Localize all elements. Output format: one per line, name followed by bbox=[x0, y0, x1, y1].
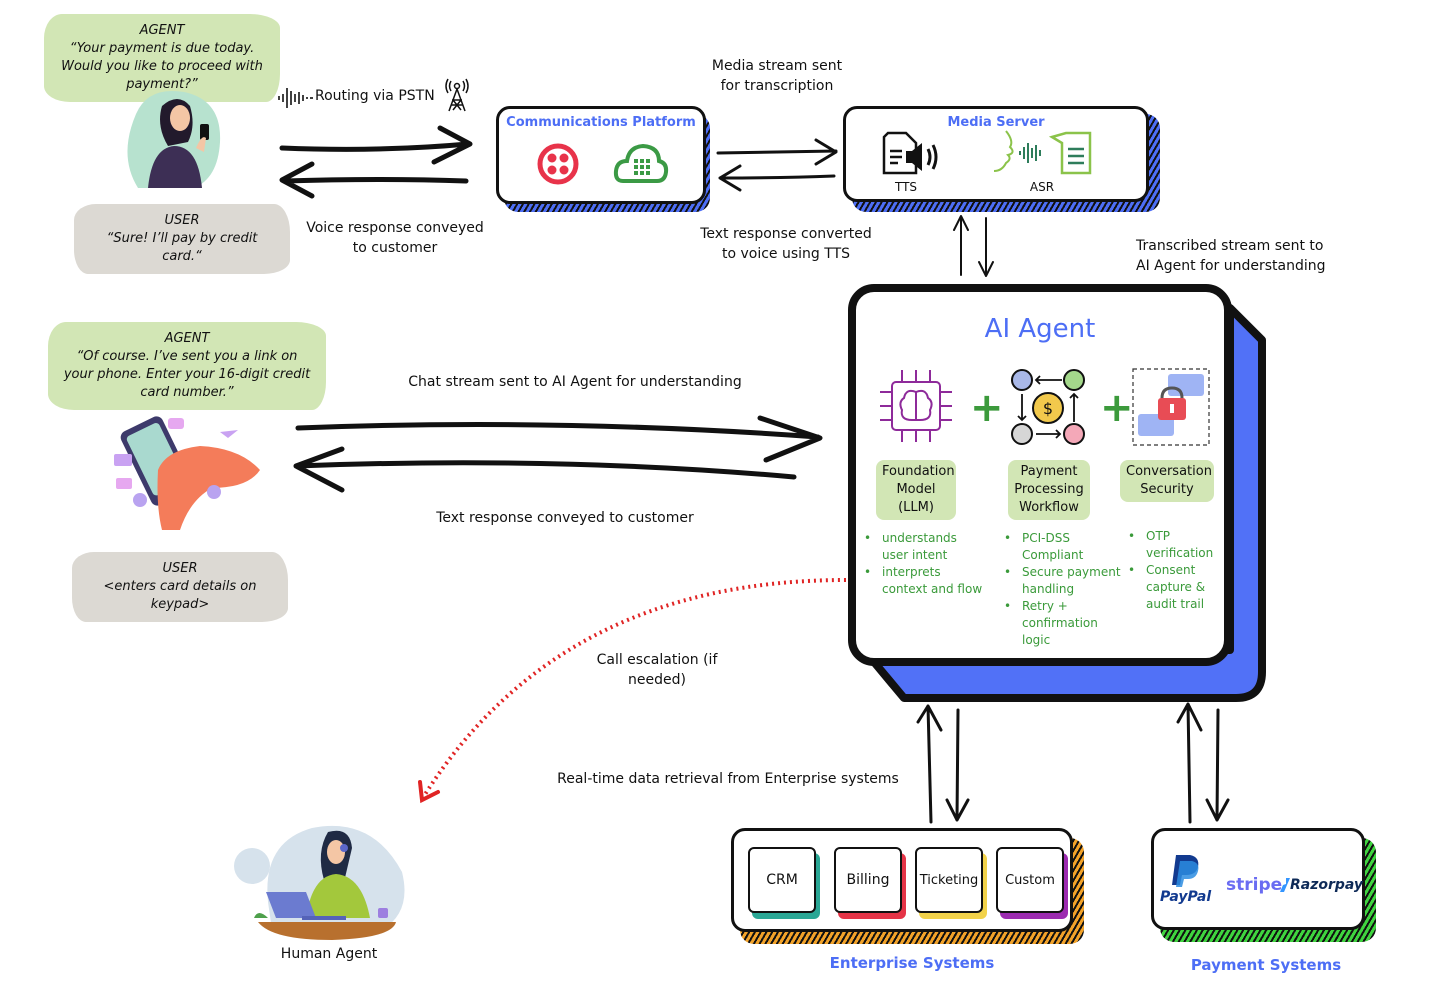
payment-systems-box[interactable]: PayPal stripe Razorpay bbox=[1151, 828, 1365, 930]
bubble-text: “Your payment is due today. Would you li… bbox=[61, 41, 263, 92]
enterprise-systems-box[interactable]: CRM Billing Ticketing Custom bbox=[731, 828, 1073, 932]
agent-chat-bubble: AGENT “Of course. I’ve sent you a link o… bbox=[48, 322, 326, 410]
bubble-text: <enters card details on keypad> bbox=[103, 579, 257, 612]
arrow-agent-to-enterprise bbox=[945, 708, 970, 822]
cell-tower-icon bbox=[445, 78, 469, 112]
paypal-logo[interactable]: PayPal bbox=[1160, 889, 1212, 905]
bubble-speaker: AGENT bbox=[164, 331, 210, 346]
arrow-from-comm-platform bbox=[279, 161, 469, 199]
bullet-item: OTP verification bbox=[1128, 528, 1218, 562]
user-chat-bubble: USER <enters card details on keypad> bbox=[72, 552, 288, 622]
voice-response-label: Voice response conveyed to customer bbox=[306, 220, 484, 256]
call-escalation-label: Call escalation (if needed) bbox=[596, 652, 718, 688]
arrow-to-agent-from-media bbox=[978, 217, 994, 277]
arrow-from-media-server bbox=[718, 164, 836, 192]
realtime-retrieval-label: Real-time data retrieval from Enterprise… bbox=[557, 771, 899, 787]
razorpay-logo[interactable]: Razorpay bbox=[1280, 877, 1363, 893]
bubble-speaker: AGENT bbox=[139, 23, 185, 38]
asr-label: ASR bbox=[1029, 180, 1055, 194]
soundwave-icon bbox=[278, 88, 313, 108]
bubble-text: “Sure! I’ll pay by credit card.“ bbox=[106, 231, 258, 264]
hands-phone-illustration bbox=[114, 416, 260, 530]
paypal-p-icon bbox=[1172, 855, 1199, 887]
text-response-label: Text response conveyed to customer bbox=[436, 510, 694, 526]
tts-label: TTS bbox=[894, 180, 918, 194]
tts-document-speaker-icon bbox=[882, 131, 938, 175]
media-stream-label: Media stream sent for transcription bbox=[711, 58, 843, 94]
arrow-chat-from-agent bbox=[293, 446, 797, 493]
arrow-enterprise-to-agent bbox=[916, 704, 943, 824]
arrow-to-media-from-agent bbox=[953, 215, 969, 276]
svg-text:$: $ bbox=[1043, 399, 1053, 418]
bullet-item: understands user intent bbox=[864, 530, 984, 564]
conversation-security-bullets: OTP verification Consent capture & audit… bbox=[1128, 528, 1218, 613]
plus-icon: + bbox=[970, 385, 1004, 431]
system-crm[interactable]: CRM bbox=[748, 847, 816, 913]
bubble-text: “Of course. I’ve sent you a link on your… bbox=[63, 349, 311, 400]
bullet-item: Retry + confirmation logic bbox=[1004, 598, 1128, 649]
arrow-to-media-server bbox=[716, 138, 838, 166]
bubble-speaker: USER bbox=[164, 213, 200, 228]
system-ticketing[interactable]: Ticketing bbox=[915, 847, 983, 913]
system-billing[interactable]: Billing bbox=[834, 847, 902, 913]
user-voice-bubble: USER “Sure! I’ll pay by credit card.“ bbox=[74, 204, 290, 274]
asr-voice-to-text-icon bbox=[993, 130, 1092, 175]
stripe-logo[interactable]: stripe bbox=[1226, 875, 1283, 895]
media-server-box[interactable]: Media Server TTS ASR bbox=[843, 106, 1149, 202]
comm-platform-title: Communications Platform bbox=[506, 115, 696, 130]
ai-agent-title: AI Agent bbox=[984, 314, 1096, 344]
human-agent-illustration bbox=[234, 825, 405, 940]
foundation-model-bullets: understands user intent interprets conte… bbox=[864, 530, 984, 598]
enterprise-systems-title: Enterprise Systems bbox=[829, 954, 995, 972]
cloud-dialpad-icon bbox=[613, 143, 669, 183]
bullet-item: Secure payment handling bbox=[1004, 564, 1128, 598]
razorpay-mark-icon bbox=[1280, 878, 1290, 892]
woman-phone-illustration bbox=[127, 90, 221, 188]
ai-agent-box[interactable]: AI Agent + $ + Foundation Model bbox=[848, 284, 1232, 666]
component-foundation-model: Foundation Model (LLM) bbox=[876, 460, 956, 520]
routing-via-pstn-label: Routing via PSTN bbox=[315, 88, 435, 104]
bullet-item: Consent capture & audit trail bbox=[1128, 562, 1218, 613]
component-conversation-security: Conversation Security bbox=[1120, 460, 1214, 502]
chat-stream-label: Chat stream sent to AI Agent for underst… bbox=[408, 374, 742, 390]
media-server-title: Media Server bbox=[947, 115, 1045, 130]
communications-platform-box[interactable]: Communications Platform bbox=[496, 106, 706, 204]
payment-systems-title: Payment Systems bbox=[1190, 956, 1342, 974]
twilio-logo-icon bbox=[537, 143, 579, 185]
component-payment-workflow: Payment Processing Workflow bbox=[1008, 460, 1090, 520]
bullet-item: interprets context and flow bbox=[864, 564, 984, 598]
razorpay-text: Razorpay bbox=[1290, 877, 1364, 893]
human-agent-label: Human Agent bbox=[280, 946, 378, 962]
arrow-chat-to-agent bbox=[295, 415, 823, 463]
text-to-voice-label: Text response converted to voice using T… bbox=[700, 226, 872, 262]
system-custom[interactable]: Custom bbox=[996, 847, 1064, 913]
bubble-speaker: USER bbox=[162, 561, 198, 576]
arrow-to-comm-platform bbox=[279, 125, 473, 165]
plus-icon: + bbox=[1100, 385, 1134, 431]
payment-workflow-icon: $ bbox=[1011, 369, 1085, 445]
conversation-security-icon bbox=[1132, 368, 1210, 446]
llm-brain-chip-icon bbox=[880, 370, 952, 442]
payment-workflow-bullets: PCI-DSS Compliant Secure payment handlin… bbox=[1004, 530, 1128, 649]
transcribed-stream-label: Transcribed stream sent to AI Agent for … bbox=[1136, 238, 1326, 274]
arrow-payment-to-agent bbox=[1176, 702, 1203, 824]
agent-voice-bubble: AGENT “Your payment is due today. Would … bbox=[44, 14, 280, 102]
arrow-agent-to-payment bbox=[1205, 708, 1230, 822]
bullet-item: PCI-DSS Compliant bbox=[1004, 530, 1128, 564]
